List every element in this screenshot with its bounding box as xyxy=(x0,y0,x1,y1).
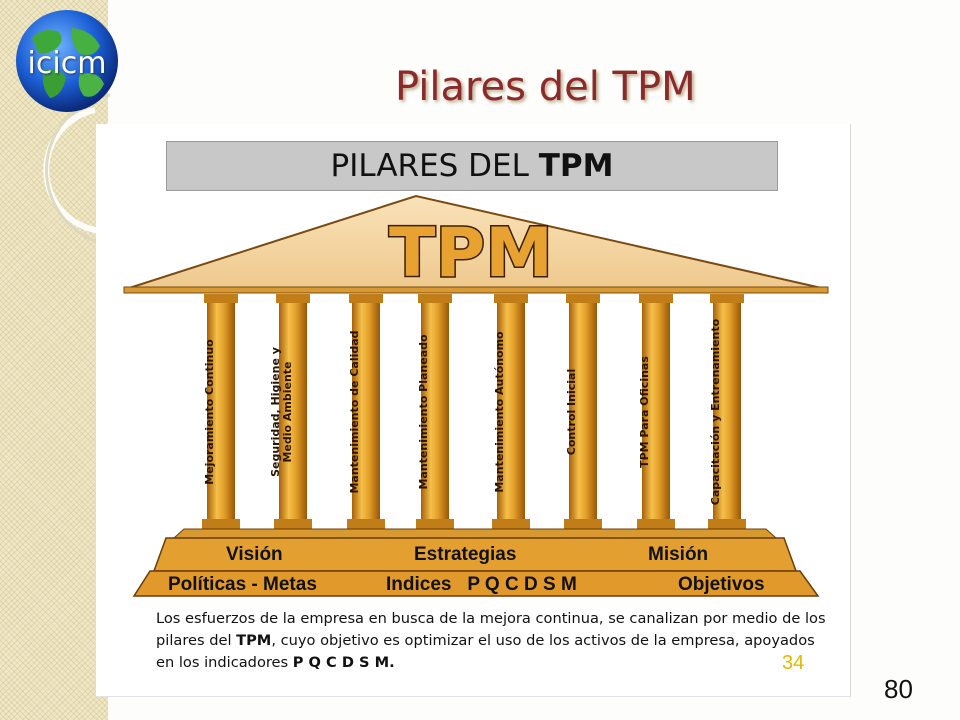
roof-tpm-text: TPM xyxy=(389,214,553,293)
figure-slide-number: 34 xyxy=(782,652,805,674)
banner-bold: TPM xyxy=(538,148,614,184)
logo: icicm xyxy=(14,8,120,114)
tpm-figure: PILARES DEL TPM TPM xyxy=(96,124,851,697)
base-label-policies: Políticas - Metas xyxy=(168,574,317,595)
globe-icon xyxy=(16,10,118,112)
pillar-3 xyxy=(347,294,385,529)
pillar-5 xyxy=(492,294,530,529)
pillar-6 xyxy=(564,294,602,529)
pillar-7 xyxy=(637,294,675,529)
banner-prefix: PILARES DEL xyxy=(330,148,539,184)
page-number: 80 xyxy=(884,674,913,704)
pillar-1 xyxy=(202,294,240,529)
base-label-pqcdsm: P Q C D S M xyxy=(467,574,577,595)
pillar-label-2: Seguridad, Higiene y Medio Ambiente xyxy=(268,347,294,477)
pillar-label-6: Control Inicial xyxy=(564,368,578,456)
figure-banner: PILARES DEL TPM xyxy=(166,141,778,191)
figure-description: Los esfuerzos de la empresa en busca de … xyxy=(156,608,826,674)
base-step-top xyxy=(172,528,778,539)
pillar-label-7: TPM Para Oficinas xyxy=(637,356,651,468)
base-label-objectives: Objetivos xyxy=(678,574,765,595)
pillar-label-1: Mejoramiento Continuo xyxy=(202,339,216,485)
pillar-label-5: Mantenimiento Autónomo xyxy=(492,331,506,493)
pillar-2 xyxy=(274,294,312,529)
pillar-8 xyxy=(708,294,746,529)
desc-bold-2: P Q C D S M. xyxy=(292,654,395,671)
base-label-vision: Visión xyxy=(226,544,283,565)
decorative-side-strip xyxy=(0,0,108,720)
logo-text: icicm xyxy=(27,46,107,81)
base-step-lower xyxy=(132,570,820,597)
desc-bold-1: TPM xyxy=(236,632,272,649)
pillar-label-4: Mantenimiento Planeado xyxy=(416,334,430,490)
slide-title: Pilares del TPM xyxy=(395,64,696,110)
desc-part-2: , cuyo objetivo es optimizar el uso de l… xyxy=(156,632,815,671)
roof-beam xyxy=(123,286,829,294)
desc-part-1: Los esfuerzos de la empresa en busca de … xyxy=(156,610,826,649)
pillar-4 xyxy=(416,294,454,529)
base-label-strategies: Estrategias xyxy=(414,544,517,565)
pillar-label-8: Capacitación y Entrenamiento xyxy=(708,318,722,506)
base-label-indices-text: Indices xyxy=(386,574,452,595)
base-label-indices: Indices P Q C D S M xyxy=(386,574,577,596)
pillar-label-3: Mantenimiento de Calidad xyxy=(347,330,361,494)
base-label-mission: Misión xyxy=(648,544,709,565)
temple-diagram: TPM xyxy=(123,194,829,597)
